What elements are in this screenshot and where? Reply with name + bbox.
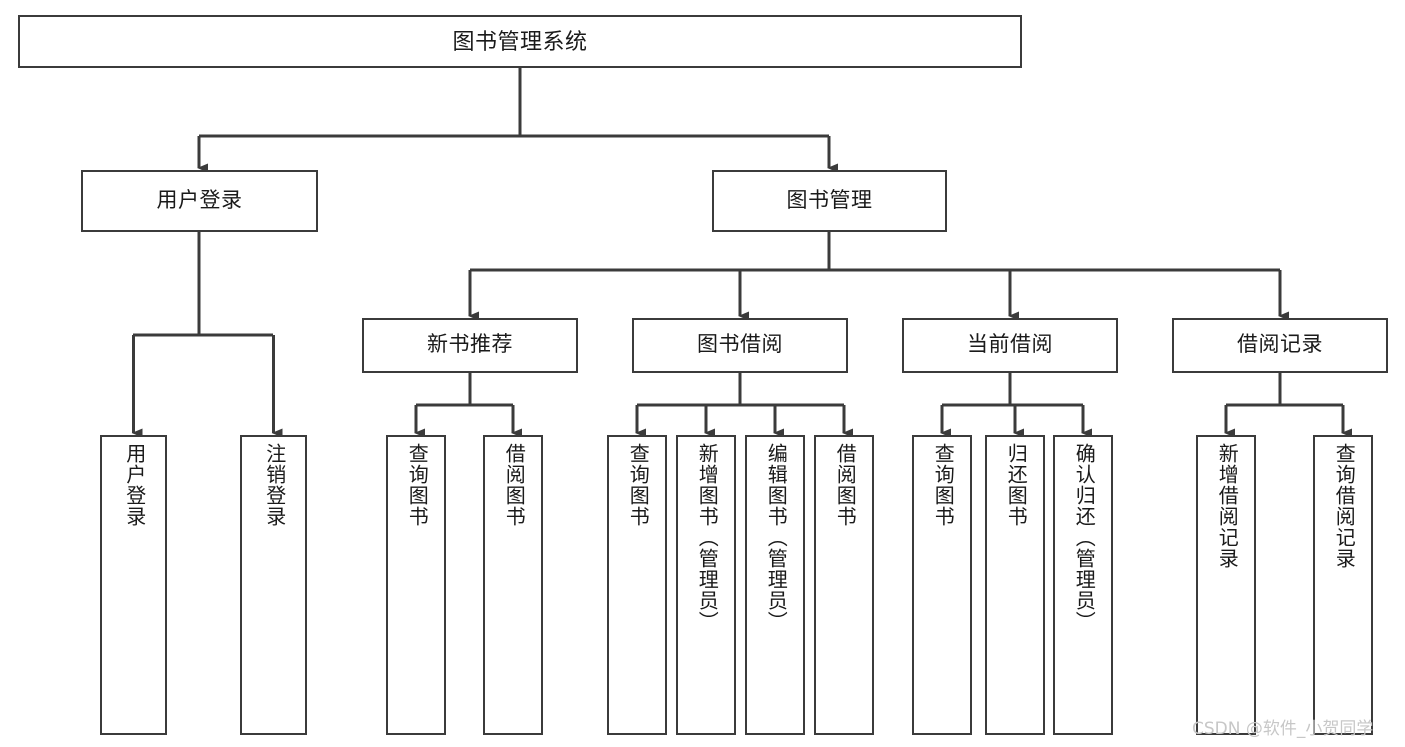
node-leaf-12[interactable]: 查询借阅记录: [1313, 435, 1373, 735]
node-leaf-2-label: 查询图书: [405, 443, 428, 527]
node-leaf-5[interactable]: 新增图书（管理员）: [676, 435, 736, 735]
node-l3-new-book-recommend[interactable]: 新书推荐: [362, 318, 578, 373]
node-l2-user-login-label: 用户登录: [156, 188, 243, 212]
node-leaf-1[interactable]: 注销登录: [240, 435, 307, 735]
node-leaf-8-label: 查询图书: [931, 443, 954, 527]
node-l3-book-borrow-label: 图书借阅: [697, 333, 783, 357]
node-l3-new-book-recommend-label: 新书推荐: [427, 333, 513, 357]
node-leaf-7[interactable]: 借阅图书: [814, 435, 874, 735]
node-root-book-management-system-label: 图书管理系统: [452, 28, 588, 54]
node-leaf-9-label: 归还图书: [1004, 443, 1027, 527]
node-leaf-9[interactable]: 归还图书: [985, 435, 1045, 735]
node-leaf-11[interactable]: 新增借阅记录: [1196, 435, 1256, 735]
node-leaf-1-label: 注销登录: [262, 443, 285, 527]
node-leaf-10[interactable]: 确认归还（管理员）: [1053, 435, 1113, 735]
node-l2-book-management[interactable]: 图书管理: [712, 170, 947, 232]
node-leaf-0-label: 用户登录: [122, 443, 145, 527]
node-leaf-10-label: 确认归还（管理员）: [1072, 443, 1095, 632]
node-leaf-6-label: 编辑图书（管理员）: [764, 443, 787, 632]
node-leaf-3[interactable]: 借阅图书: [483, 435, 543, 735]
node-l2-book-management-label: 图书管理: [786, 188, 873, 212]
node-leaf-12-label: 查询借阅记录: [1332, 443, 1355, 569]
node-leaf-3-label: 借阅图书: [502, 443, 525, 527]
node-l3-current-borrow[interactable]: 当前借阅: [902, 318, 1118, 373]
node-leaf-5-label: 新增图书（管理员）: [695, 443, 718, 632]
node-l3-borrow-record[interactable]: 借阅记录: [1172, 318, 1388, 373]
node-leaf-6[interactable]: 编辑图书（管理员）: [745, 435, 805, 735]
node-leaf-8[interactable]: 查询图书: [912, 435, 972, 735]
node-leaf-4[interactable]: 查询图书: [607, 435, 667, 735]
watermark-text: CSDN @软件_小贺同学: [1192, 719, 1374, 739]
node-l3-current-borrow-label: 当前借阅: [967, 333, 1053, 357]
node-root-book-management-system[interactable]: 图书管理系统: [18, 15, 1022, 68]
node-leaf-4-label: 查询图书: [626, 443, 649, 527]
node-l3-book-borrow[interactable]: 图书借阅: [632, 318, 848, 373]
node-leaf-0[interactable]: 用户登录: [100, 435, 167, 735]
node-l2-user-login[interactable]: 用户登录: [81, 170, 318, 232]
node-leaf-7-label: 借阅图书: [833, 443, 856, 527]
node-l3-borrow-record-label: 借阅记录: [1237, 333, 1323, 357]
node-leaf-11-label: 新增借阅记录: [1215, 443, 1238, 569]
node-leaf-2[interactable]: 查询图书: [386, 435, 446, 735]
